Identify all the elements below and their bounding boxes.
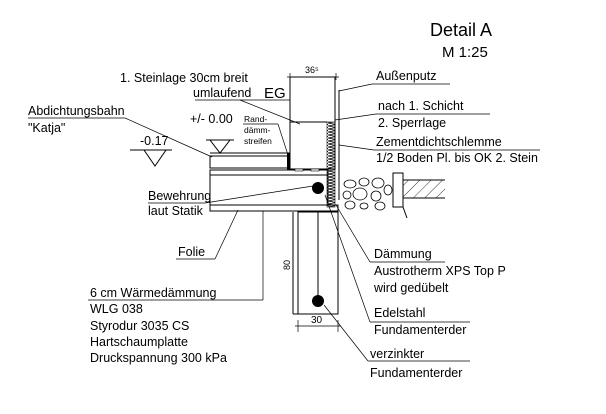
label-rand-2: dämm- — [244, 125, 271, 135]
label-abdichtung-1: Abdichtungsbahn — [28, 104, 125, 118]
label-verzinkt-2: Fundamenterder — [370, 366, 462, 380]
label-edelstahl-1: Edelstahl — [374, 306, 425, 320]
foundation-width-dimension: 30 — [295, 315, 341, 332]
wall-width-label: 36⁵ — [305, 65, 319, 75]
detail-scale: M 1:25 — [442, 44, 488, 61]
floor-insulation — [209, 155, 289, 169]
floor-level-marker: +/- 0.00 — [190, 112, 234, 154]
label-bewehrung-2: laut Statik — [148, 204, 204, 218]
label-steinlage-eg: EG — [264, 85, 286, 102]
label-waerme-2: WLG 038 — [90, 302, 143, 316]
slab-dashes — [294, 168, 320, 172]
wall-width-dimension: 36⁵ — [287, 65, 339, 80]
label-edelstahl-2: Fundamenterder — [374, 323, 466, 337]
label-waerme-5: Druckspannung 300 kPa — [90, 351, 227, 365]
slab-rebar — [312, 182, 324, 194]
label-aussenputz: Außenputz — [376, 69, 436, 83]
label-sperr-2: 2. Sperrlage — [378, 116, 446, 130]
label-steinlage-2: umlaufend — [193, 86, 251, 100]
ground-level-label: -0.17 — [140, 134, 169, 148]
detail-title: Detail A — [430, 20, 492, 40]
ground-level-marker: -0.17 — [130, 134, 172, 167]
under-slab-insulation — [209, 204, 339, 212]
ground-surface — [403, 180, 445, 198]
label-folie: Folie — [178, 245, 205, 259]
label-bewehrung-1: Bewehrung — [148, 189, 211, 203]
foundation-height-dimension: 80 — [282, 212, 294, 314]
label-zement-2: 1/2 Boden Pl. bis OK 2. Stein — [376, 151, 538, 165]
label-daemmung-2: Austrotherm XPS Top P — [374, 264, 506, 278]
foundation-height-label: 80 — [282, 260, 292, 270]
label-sperr-1: nach 1. Schicht — [378, 99, 464, 113]
gravel-fill — [342, 177, 393, 211]
edge-insulation-strip — [287, 153, 290, 170]
label-abdichtung-2: "Katja" — [28, 121, 65, 135]
label-waerme-1: 6 cm Wärmedämmung — [90, 286, 216, 300]
label-rand-1: Rand- — [244, 114, 267, 124]
label-verzinkt-1: verzinkter — [370, 347, 424, 361]
sealing-slurry — [326, 121, 336, 208]
label-daemmung-3: wird gedübelt — [373, 281, 449, 295]
label-rand-3: streifen — [244, 136, 272, 146]
foundation-width-label: 30 — [311, 315, 323, 326]
floor-level-label: +/- 0.00 — [190, 112, 233, 126]
strip-foundation — [292, 211, 339, 315]
label-waerme-4: Hartschaumplatte — [90, 335, 188, 349]
label-waerme-3: Styrodur 3035 CS — [90, 319, 189, 333]
foundation-earth-electrode — [312, 295, 324, 307]
label-zement-1: Zementdichtschlemme — [376, 135, 502, 149]
label-steinlage-1: 1. Steinlage 30cm breit — [120, 71, 248, 85]
label-daemmung-1: Dämmung — [374, 247, 432, 261]
edge-stone — [392, 172, 404, 208]
